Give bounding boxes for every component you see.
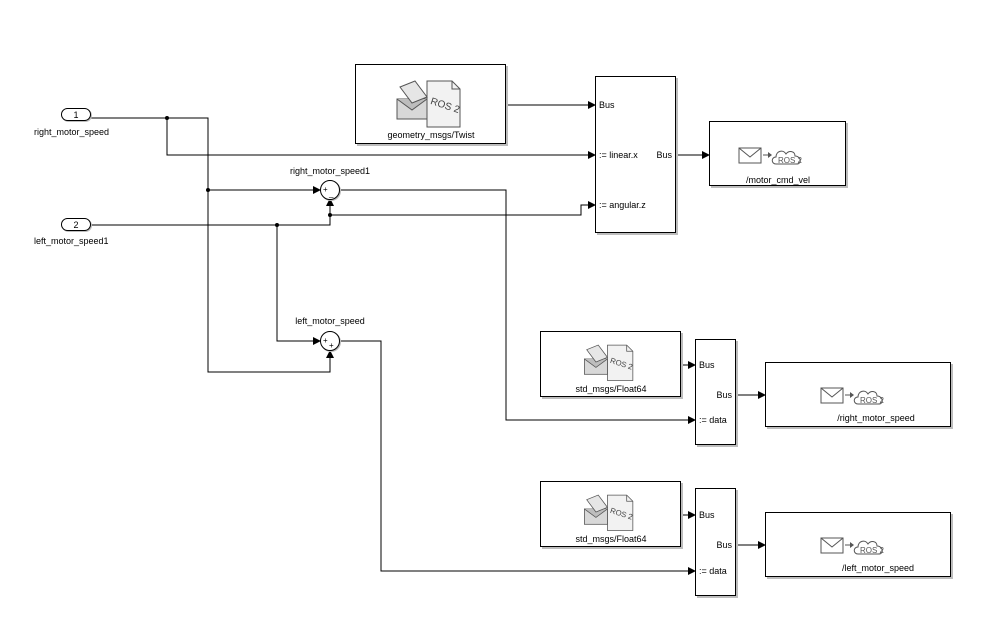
- line-inport1-to-linear: [166, 118, 596, 159]
- line-inport2-to-sum2: [276, 225, 321, 345]
- line-inport1: [91, 117, 334, 373]
- branch-point: [206, 188, 210, 192]
- branch-point: [328, 213, 332, 217]
- bus1-port-bus: Bus: [599, 100, 615, 110]
- blank-message-float64-left[interactable]: ROS 2 std_msgs/Float64: [540, 481, 681, 547]
- ros2-message-icon: ROS 2: [584, 344, 634, 381]
- bus2-port-data: := data: [699, 415, 727, 425]
- publisher-right-motor-speed[interactable]: ROS 2 /right_motor_speed: [765, 362, 951, 427]
- blank-message-float64-left-label: std_msgs/Float64: [575, 534, 647, 544]
- sum-block-1[interactable]: + _: [320, 180, 340, 200]
- blank-message-float64-right[interactable]: ROS 2 std_msgs/Float64: [540, 331, 681, 397]
- bus2-port-bus: Bus: [699, 360, 715, 370]
- inport-1-label: right_motor_speed: [34, 127, 110, 137]
- publisher-right-motor-speed-topic: /right_motor_speed: [837, 413, 915, 423]
- bus-assignment-left[interactable]: Bus := data Bus: [695, 488, 736, 596]
- publisher-motor-cmd-vel-topic: /motor_cmd_vel: [745, 175, 811, 185]
- line-sum1-to-data: [341, 189, 696, 424]
- svg-text:ROS 2: ROS 2: [778, 156, 803, 165]
- bus-assignment-right[interactable]: Bus := data Bus: [695, 339, 736, 445]
- line-sum2-to-data: [341, 340, 696, 575]
- sum2-sign-1: +: [323, 336, 328, 345]
- bus3-port-out: Bus: [716, 540, 732, 550]
- inport-2-label: left_motor_speed1: [34, 236, 109, 246]
- svg-text:ROS 2: ROS 2: [860, 546, 885, 555]
- svg-text:ROS 2: ROS 2: [860, 396, 885, 405]
- ros2-publish-icon: ROS 2: [820, 537, 885, 555]
- publisher-left-motor-speed[interactable]: ROS 2 /left_motor_speed: [765, 512, 951, 577]
- bus-assignment-twist[interactable]: Bus := linear.x := angular.z Bus: [595, 76, 676, 233]
- sum2-sign-2: +: [329, 341, 334, 350]
- inport-1[interactable]: 1: [61, 108, 91, 121]
- bus2-port-out: Bus: [716, 390, 732, 400]
- bus1-port-linear: := linear.x: [599, 150, 638, 160]
- sum-block-2[interactable]: + +: [320, 331, 340, 351]
- sum1-sign-2: _: [329, 189, 334, 198]
- ros2-message-icon: ROS 2: [584, 494, 634, 531]
- branch-point: [165, 116, 169, 120]
- publisher-left-motor-speed-topic: /left_motor_speed: [841, 563, 915, 573]
- line-inport2: [91, 198, 334, 226]
- sum1-sign-1: +: [323, 185, 328, 194]
- bus1-port-angular: := angular.z: [599, 200, 646, 210]
- blank-message-twist[interactable]: ROS 2 geometry_msgs/Twist: [355, 64, 506, 144]
- blank-message-twist-label: geometry_msgs/Twist: [387, 130, 475, 140]
- inport-2[interactable]: 2: [61, 218, 91, 231]
- publisher-motor-cmd-vel[interactable]: ROS 2 /motor_cmd_vel: [709, 121, 846, 186]
- ros2-publish-icon: ROS 2: [820, 387, 885, 405]
- branch-point: [275, 223, 279, 227]
- bus1-port-out: Bus: [656, 150, 672, 160]
- bus3-port-bus: Bus: [699, 510, 715, 520]
- sum1-label: right_motor_speed1: [289, 166, 371, 176]
- sum2-label: left_motor_speed: [295, 316, 365, 326]
- ros2-message-icon: ROS 2: [396, 80, 461, 128]
- blank-message-float64-right-label: std_msgs/Float64: [575, 384, 647, 394]
- ros2-publish-icon: ROS 2: [738, 147, 803, 165]
- line-inport2-to-angular: [330, 201, 596, 216]
- bus3-port-data: := data: [699, 566, 727, 576]
